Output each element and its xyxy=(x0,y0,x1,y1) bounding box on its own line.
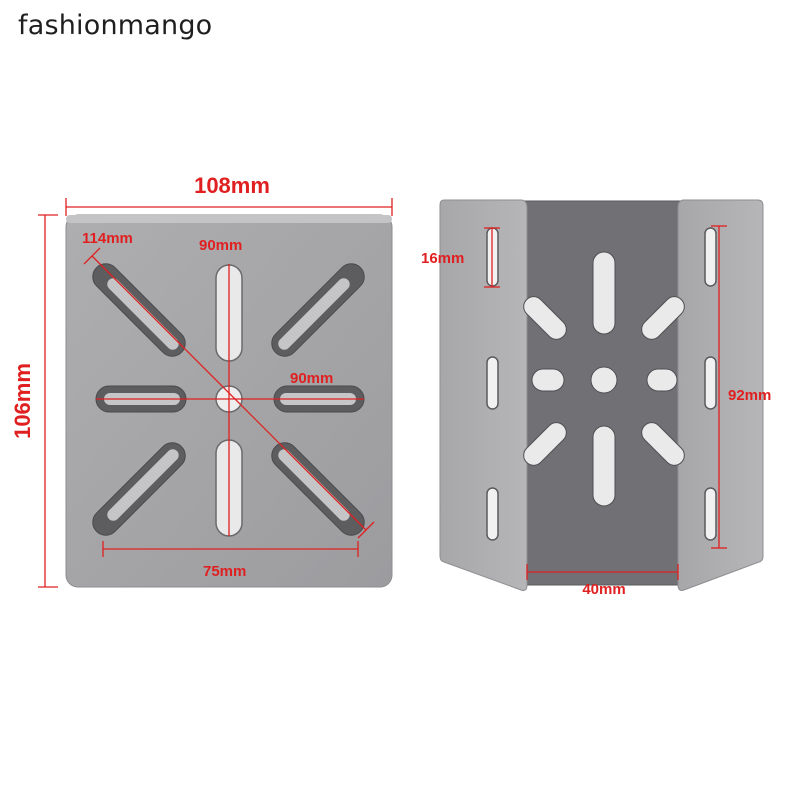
front-horizontal-slot-label: 90mm xyxy=(290,370,333,387)
front-width-label: 108mm xyxy=(194,173,270,198)
channel-slot-vertical-bottom xyxy=(592,425,616,507)
channel-slot-horizontal-right xyxy=(646,368,678,392)
side-slot-label: 16mm xyxy=(421,250,464,267)
front-height-label: 106mm xyxy=(10,363,35,439)
front-vertical-slot-label: 90mm xyxy=(199,237,242,254)
left-wing-slot-bottom xyxy=(486,487,499,541)
right-wing xyxy=(677,199,764,591)
left-wing-slot-middle xyxy=(486,356,499,410)
front-diagonal-label: 114mm xyxy=(82,230,133,247)
left-wing xyxy=(439,199,528,591)
channel-slot-diag-tr xyxy=(641,296,685,340)
right-wing-slot-top xyxy=(704,227,717,287)
right-wing-slot-bottom xyxy=(704,487,717,541)
channel-slot-vertical-top xyxy=(592,251,616,335)
channel-slot-diag-tl xyxy=(523,296,567,340)
front-bottom-span-label: 75mm xyxy=(203,563,246,580)
side-channel-width-label: 40mm xyxy=(582,581,625,598)
side-view xyxy=(439,199,764,591)
side-dimension-lines xyxy=(484,225,727,580)
channel-center-hole xyxy=(590,366,618,394)
front-dimension-lines xyxy=(38,198,393,588)
channel-slot-horizontal-left xyxy=(531,368,565,392)
side-height-label: 92mm xyxy=(728,387,771,404)
right-wing-slot-middle xyxy=(704,356,717,410)
brand-watermark: fashionmango xyxy=(18,10,213,41)
